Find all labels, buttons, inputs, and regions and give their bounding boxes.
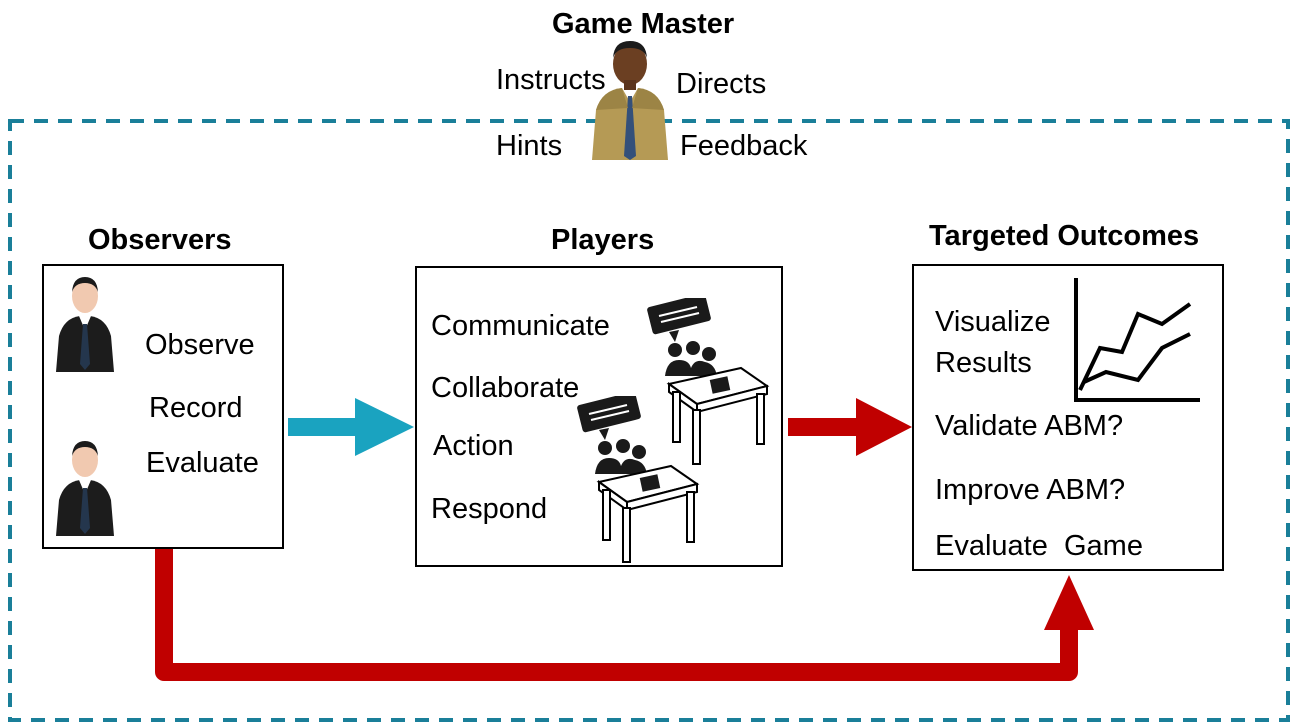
player-action-respond: Respond: [431, 493, 548, 525]
observers-to-outcomes-arrow: [155, 540, 1094, 681]
outcome-improve-abm: Improve ABM?: [935, 474, 1126, 506]
observer-action-evaluate: Evaluate: [146, 447, 259, 479]
line-chart-icon: [1074, 278, 1200, 402]
outcomes-title: Targeted Outcomes: [929, 220, 1200, 252]
players-title: Players: [551, 224, 655, 256]
players-box: [415, 266, 783, 567]
observers-box: [42, 264, 284, 549]
observers-title: Observers: [88, 224, 232, 256]
outcome-validate-abm: Validate ABM?: [935, 410, 1124, 442]
game-master-title: Game Master: [552, 8, 735, 40]
player-action-communicate: Communicate: [431, 310, 610, 342]
businessman-icon: [592, 41, 668, 160]
team-table-icon: [647, 298, 770, 465]
gm-role-feedback: Feedback: [680, 130, 808, 162]
player-action-collaborate: Collaborate: [431, 372, 580, 404]
outcome-visualize: Visualize: [935, 306, 1051, 338]
player-action-action: Action: [433, 430, 514, 462]
gm-role-hints: Hints: [496, 130, 563, 162]
gm-role-directs: Directs: [676, 68, 767, 100]
outcomes-box: [912, 264, 1224, 571]
observer-action-observe: Observe: [145, 329, 255, 361]
observer-person-icon: [56, 277, 114, 372]
observer-person-icon: [56, 441, 114, 536]
outcome-evaluate-game: Evaluate Game: [935, 530, 1143, 562]
team-table-icon: [577, 396, 700, 563]
observers-to-players-arrow: [288, 398, 414, 456]
gm-role-instructs: Instructs: [496, 64, 606, 96]
observer-action-record: Record: [149, 392, 243, 424]
players-to-outcomes-arrow: [788, 398, 912, 456]
outcome-results: Results: [935, 347, 1032, 379]
